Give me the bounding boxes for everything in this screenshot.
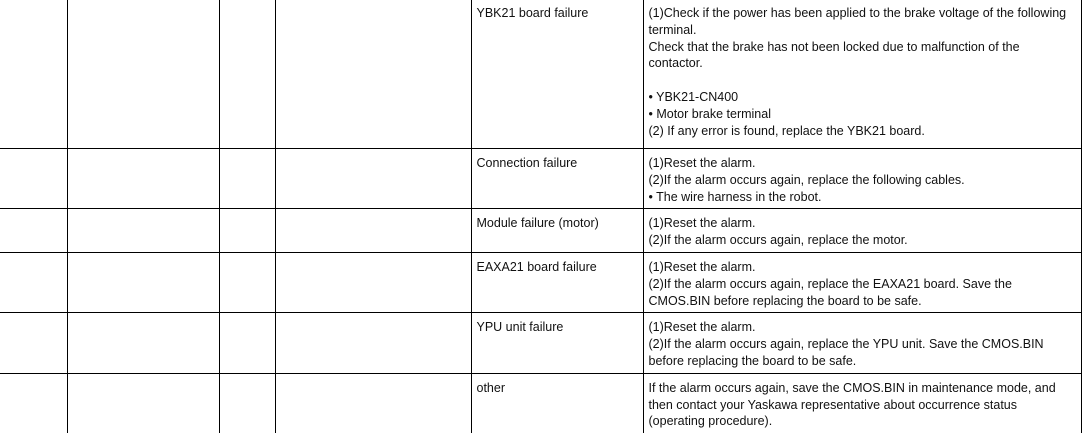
alarm-name-cell: [66, 147, 220, 210]
remedy-line: (2)If the alarm occurs again, replace th…: [648, 337, 1044, 368]
table-row: YPU unit failure (1)Reset the alarm. (2)I…: [0, 312, 1082, 374]
meaning-cell: [274, 372, 472, 433]
cause-text: other: [476, 380, 506, 395]
table-row: EAXA21 board failure (1)Reset the alarm.…: [0, 251, 1082, 314]
cause-text: YBK21 board failure: [476, 6, 589, 20]
sub-code-cell: [218, 372, 276, 433]
meaning-cell: [274, 0, 472, 149]
alarm-name-cell: [66, 372, 220, 433]
sub-code-cell: [218, 0, 276, 149]
alarm-name-cell: [66, 312, 220, 374]
alarm-name-cell: [66, 208, 220, 253]
remedy-line: (1)Reset the alarm.: [648, 156, 756, 170]
alarm-number-cell: [0, 0, 68, 149]
remedy-cell: (1)Reset the alarm. (2)If the alarm occur…: [642, 208, 1082, 253]
remedy-cell: (1)Reset the alarm. (2)If the alarm occur…: [642, 251, 1082, 314]
remedy-line: If the alarm occurs again, save the CMOS…: [648, 380, 1056, 429]
table-row: Connection failure (1)Reset the alarm. (2…: [0, 147, 1082, 210]
remedy-line: (1)Reset the alarm.: [648, 320, 756, 335]
remedy-spacer: [649, 72, 1076, 89]
alarm-number-cell: [0, 251, 68, 314]
remedy-line: • The wire harness in the robot.: [648, 189, 822, 204]
remedy-cell: If the alarm occurs again, save the CMOS…: [642, 372, 1082, 433]
remedy-line: (1)Reset the alarm.: [648, 216, 756, 231]
cause-text: Connection failure: [476, 156, 578, 170]
remedy-cell: (1)Check if the power has been applied t…: [642, 0, 1082, 149]
remedy-line: (1)Reset the alarm.: [648, 259, 756, 274]
remedy-cell: (1)Reset the alarm. (2)If the alarm occur…: [642, 147, 1082, 210]
table-row: Module failure (motor) (1)Reset the alar…: [0, 208, 1082, 253]
alarm-name-cell: [66, 0, 220, 149]
remedy-line: • Motor brake terminal: [648, 106, 771, 121]
remedy-line: (2) If any error is found, replace the Y…: [648, 123, 925, 138]
sub-code-cell: [218, 251, 276, 314]
cause-text: Module failure (motor): [476, 216, 599, 231]
meaning-cell: [274, 251, 472, 314]
cause-cell: EAXA21 board failure: [470, 251, 644, 314]
alarm-number-cell: [0, 147, 68, 210]
table-row: YBK21 board failure (1)Check if the powe…: [0, 0, 1082, 149]
meaning-cell: [274, 208, 472, 253]
cause-text: YPU unit failure: [476, 320, 564, 335]
table-row: other If the alarm occurs again, save th…: [0, 372, 1082, 433]
cause-text: EAXA21 board failure: [476, 259, 597, 274]
alarm-number-cell: [0, 312, 68, 374]
sub-code-cell: [218, 208, 276, 253]
alarm-number-cell: [0, 208, 68, 253]
sub-code-cell: [218, 147, 276, 210]
meaning-cell: [274, 312, 472, 374]
cause-cell: YBK21 board failure: [470, 0, 644, 149]
remedy-line: (2)If the alarm occurs again, replace th…: [648, 276, 1012, 308]
cause-cell: Module failure (motor): [470, 208, 644, 253]
meaning-cell: [274, 147, 472, 210]
sub-code-cell: [218, 312, 276, 374]
cause-cell: other: [470, 372, 644, 433]
remedy-line: • YBK21-CN400: [648, 89, 739, 104]
cause-cell: YPU unit failure: [470, 312, 644, 374]
remedy-line: (2)If the alarm occurs again, replace th…: [648, 172, 965, 187]
remedy-line: (2)If the alarm occurs again, replace th…: [648, 233, 908, 248]
remedy-line: Check that the brake has not been locked…: [648, 39, 1020, 71]
remedy-cell: (1)Reset the alarm. (2)If the alarm occur…: [642, 312, 1082, 374]
alarm-number-cell: [0, 372, 68, 433]
cause-cell: Connection failure: [470, 147, 644, 210]
alarm-name-cell: [66, 251, 220, 314]
remedy-line: (1)Check if the power has been applied t…: [648, 6, 1067, 37]
